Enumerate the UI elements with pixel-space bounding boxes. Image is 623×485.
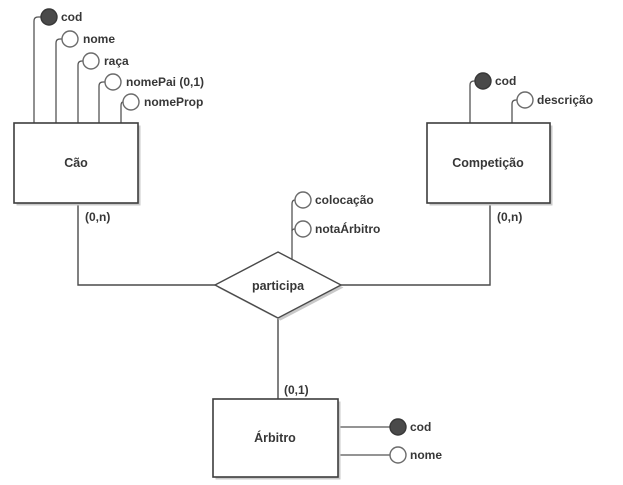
entity-competicao: cod descrição Competição xyxy=(426,72,593,206)
entity-box-arbitro xyxy=(212,398,339,478)
entity-name-competicao: Competição xyxy=(452,156,524,170)
cardinality-competicao: (0,n) xyxy=(497,210,522,224)
entity-name-cao: Cão xyxy=(64,156,88,170)
entity-box-competicao xyxy=(426,122,551,204)
relationship-name: participa xyxy=(252,279,305,293)
attribute-circle-cao-nomeprop xyxy=(122,93,140,111)
entity-name-arbitro: Árbitro xyxy=(254,430,296,445)
stem-competicao-cod xyxy=(469,80,475,123)
entity-box-cao xyxy=(13,122,139,204)
attribute-circle-cao-nomepai xyxy=(104,73,122,91)
attribute-label-competicao-descricao: descrição xyxy=(537,93,593,107)
stem-cao-nomeprop xyxy=(120,101,124,123)
stem-cao-cod xyxy=(33,16,41,123)
attribute-label-cao-raca: raça xyxy=(104,54,129,68)
stem-cao-raca xyxy=(77,60,83,123)
relationship-participa: colocação notaÁrbitro participa xyxy=(213,191,380,321)
attribute-circle-competicao-descricao xyxy=(516,91,534,109)
attribute-circle-participa-colocacao xyxy=(294,191,312,209)
attribute-label-arbitro-cod: cod xyxy=(410,420,431,434)
attribute-label-cao-cod: cod xyxy=(61,10,82,24)
attribute-circle-cao-nome xyxy=(61,30,79,48)
key-attribute-circle-arbitro-cod xyxy=(389,418,407,436)
connector-cao-participa xyxy=(77,203,215,286)
entity-cao: cod nome raça nomePai (0,1) nomeProp Cão xyxy=(13,8,204,206)
attribute-label-arbitro-nome: nome xyxy=(410,448,442,462)
key-attribute-circle-cao-cod xyxy=(40,8,58,26)
stem-cao-nome xyxy=(55,38,62,123)
attribute-label-cao-nomeprop: nomeProp xyxy=(144,95,203,109)
stem-competicao-descricao xyxy=(511,99,517,123)
attribute-circle-participa-notaarbitro xyxy=(294,220,312,238)
cardinality-arbitro: (0,1) xyxy=(284,383,309,397)
connector-competicao-participa xyxy=(341,203,491,286)
attribute-circle-arbitro-nome xyxy=(389,446,407,464)
attribute-label-participa-colocacao: colocação xyxy=(315,193,374,207)
cardinality-cao: (0,n) xyxy=(85,210,110,224)
entity-arbitro: cod nome Árbitro xyxy=(212,398,442,480)
attribute-label-participa-notaarbitro: notaÁrbitro xyxy=(315,221,380,236)
relationship-diamond xyxy=(213,251,343,319)
attribute-label-competicao-cod: cod xyxy=(495,74,516,88)
key-attribute-circle-competicao-cod xyxy=(474,72,492,90)
attribute-label-cao-nome: nome xyxy=(83,32,115,46)
attribute-label-cao-nomepai: nomePai (0,1) xyxy=(126,75,204,89)
attribute-circle-cao-raca xyxy=(82,52,100,70)
stem-cao-nomepai xyxy=(98,81,105,123)
